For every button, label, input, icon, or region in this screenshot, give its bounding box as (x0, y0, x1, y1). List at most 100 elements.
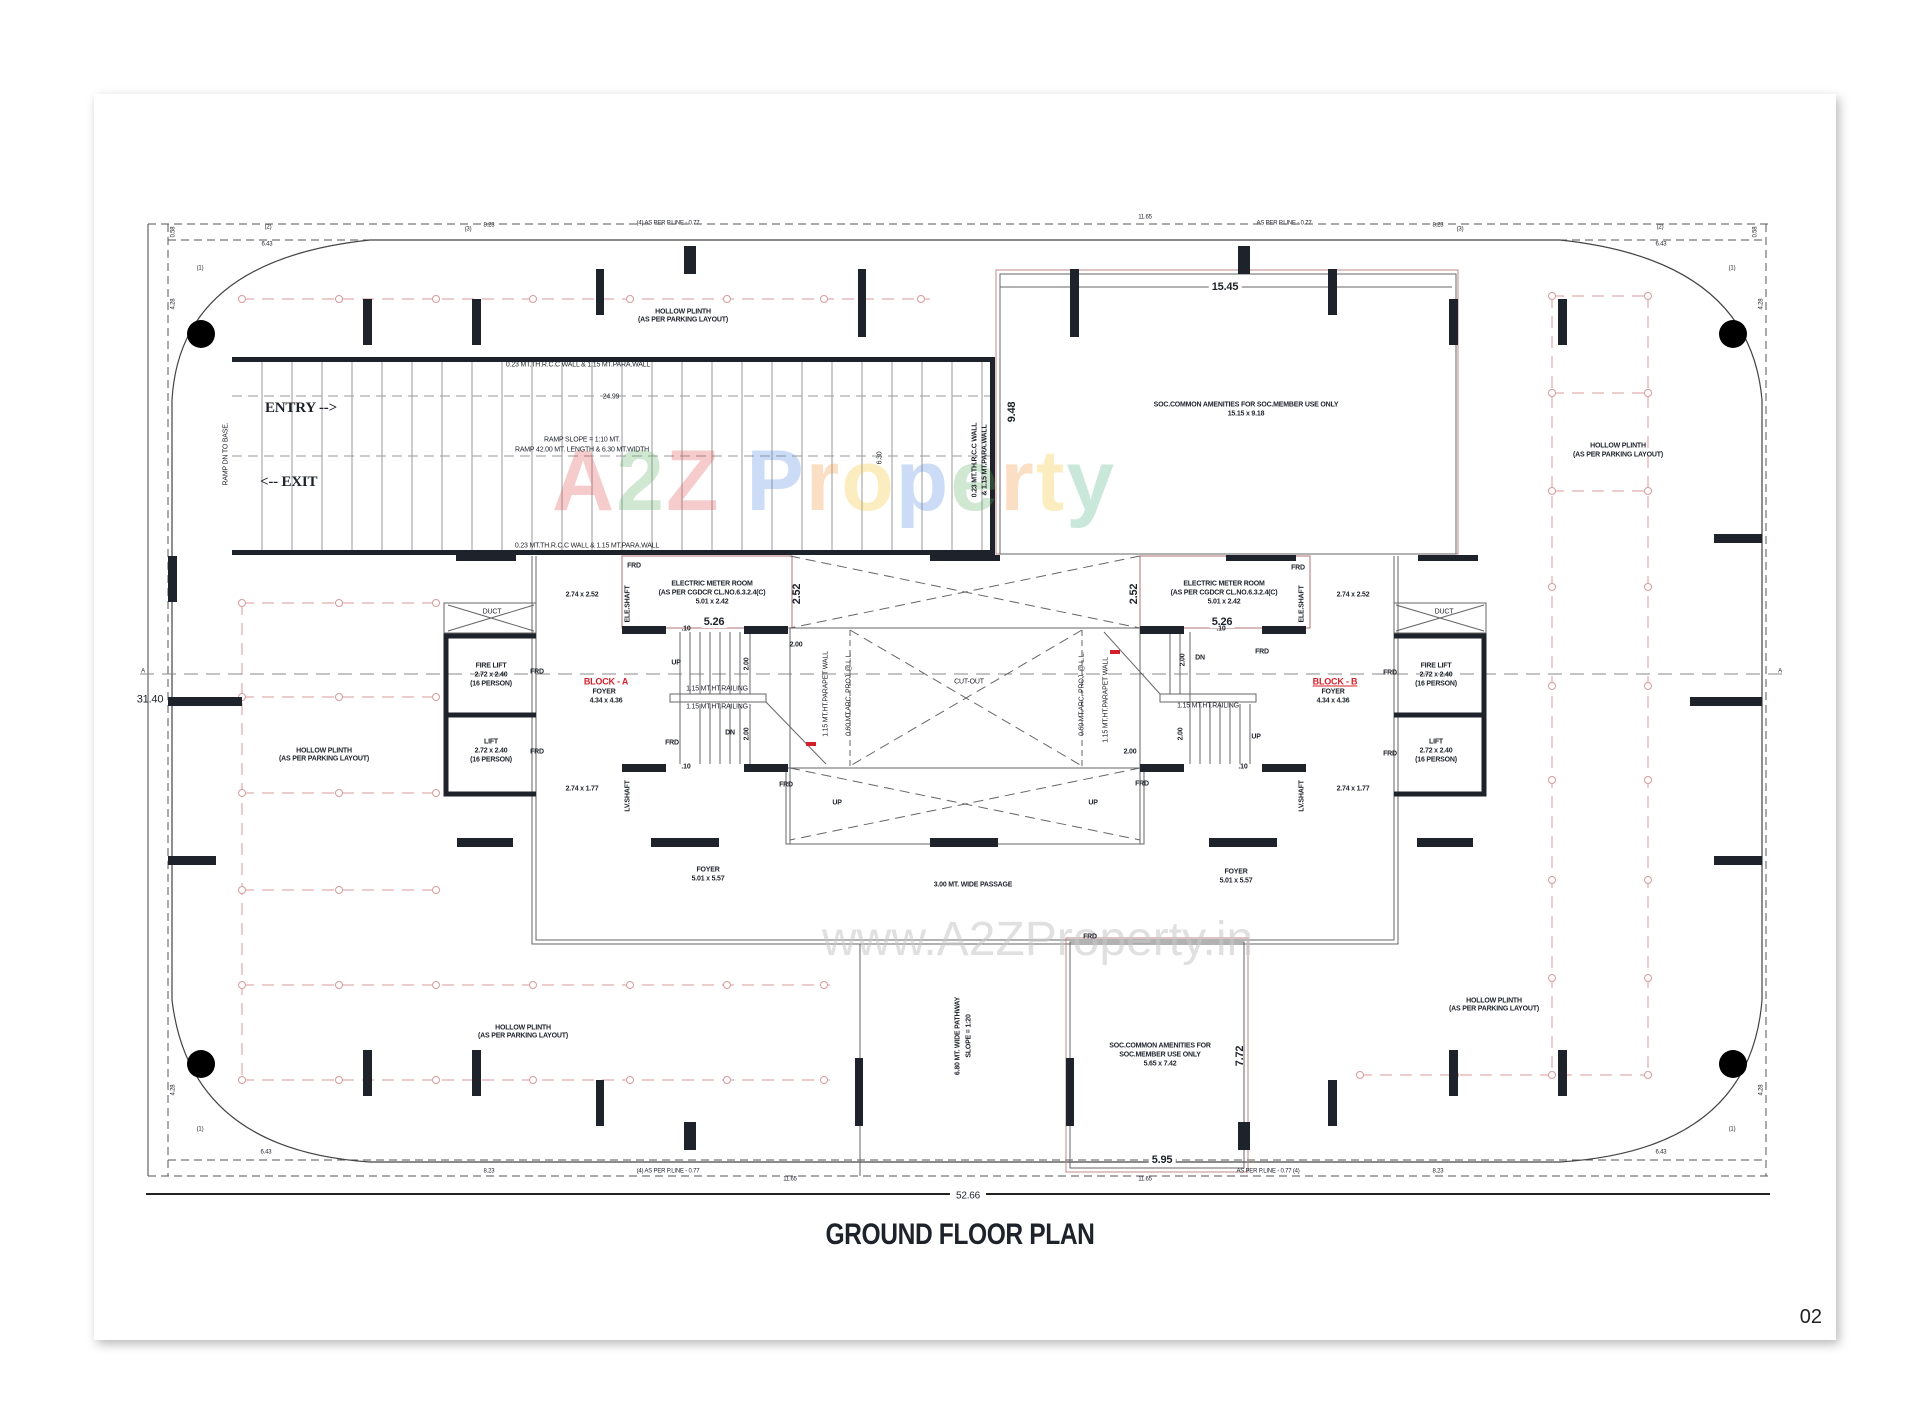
railing-b: 1.15 MT.HT.RAILING (1177, 702, 1239, 710)
frd-b-1: FRD (1291, 564, 1305, 572)
lift-b-1: LIFT (1429, 738, 1443, 746)
ramp-exit-label: <-- EXIT (260, 474, 318, 490)
meter-room-b-1: ELECTRIC METER ROOM (1183, 580, 1265, 588)
fire-lift-a-1: FIRE LIFT (475, 662, 507, 670)
core-enclosure (443, 555, 1487, 945)
dim-meter-room-a-height: 2.52 (791, 583, 803, 605)
dim-amenity-top-height: 9.48 (1006, 401, 1018, 423)
gap-b-top: .10 (1216, 625, 1226, 633)
hollow-plinth-right-2: (AS PER PARKING LAYOUT) (1573, 451, 1663, 459)
ele-shaft-b: ELE.SHAFT (1298, 585, 1306, 623)
arc-proj-b: 0.60 MT.ARC. PROJ. @ L.L. (1078, 652, 1086, 736)
block-a-foyer-size: 4.34 x 4.36 (589, 697, 623, 705)
dim-top-8-23-right: 8.23 (1432, 222, 1444, 229)
block-a-label: BLOCK - A (583, 676, 629, 687)
frd-a-1: FRD (627, 562, 641, 570)
stair-a-dn: DN (725, 729, 735, 737)
lift-a-3: (16 PERSON) (470, 756, 512, 764)
lv-shaft-b: LV.SHAFT (1298, 780, 1306, 812)
passage-label: 3.00 MT. WIDE PASSAGE (933, 881, 1013, 889)
frd-a-5: FRD (779, 781, 793, 789)
ramp-wall-top: 0.23 MT.TH.R.C.C WALL & 1.15 MT.PARA.WAL… (505, 361, 651, 369)
dim-bottom-8-23-right: 8.23 (1432, 1168, 1444, 1175)
hollow-plinth-left-1: HOLLOW PLINTH (296, 747, 352, 755)
dim-corner-right-bottom: 4.28 (1758, 1084, 1765, 1096)
dim-amenity-bottom-height: 7.72 (1234, 1045, 1246, 1067)
lift-b-2: 2.72 x 2.40 (1419, 747, 1453, 755)
fire-lift-b-2: 2.72 x 2.40 (1419, 671, 1453, 679)
dim-stair-b-flight-2: 2.00 (1177, 727, 1185, 741)
dim-bottom-11-65-left: 11.65 (783, 1176, 797, 1183)
fire-lift-b-3: (16 PERSON) (1415, 680, 1457, 688)
meter-room-a-1: ELECTRIC METER ROOM (671, 580, 753, 588)
ele-shaft-a: ELE.SHAFT (624, 585, 632, 623)
railing-a-2: 1.15 MT.HT.RAILING (686, 703, 748, 711)
dim-top-11-65: 11.65 (1138, 214, 1152, 221)
frd-b-2: FRD (1255, 648, 1269, 656)
ramp-wall-right-1: 0.23 MT.TH.R.C.C WALL (971, 422, 979, 498)
corner-marker-tl: (1) (196, 265, 204, 272)
meter-room-b-2: (AS PER CGDCR CL.NO.6.3.2.4(C) (1170, 589, 1278, 597)
dim-amenity-top-width: 15.45 (1208, 281, 1242, 293)
dim-bottom-6-43-left: 6.43 (260, 1149, 272, 1156)
block-b-foyer: FOYER (1321, 688, 1345, 696)
stair-b-up-2: UP (1088, 799, 1098, 807)
stair-b-dn: DN (1195, 654, 1205, 662)
block-a-foyer: FOYER (592, 688, 616, 696)
stair-a-up: UP (671, 659, 681, 667)
dim-top-0-58-right: 0.58 (1752, 226, 1759, 238)
dim-overall-width: 52.66 (949, 1191, 987, 1201)
amenity-bottom-2: SOC.MEMBER USE ONLY (1119, 1051, 1201, 1059)
lift-a-2: 2.72 x 2.40 (474, 747, 508, 755)
foyer-lower-b-size: 5.01 x 5.57 (1219, 877, 1253, 885)
dim-amenity-bottom-width: 5.95 (1148, 1154, 1176, 1166)
fire-equipment-icons (806, 650, 1120, 746)
hollow-plinth-bottom-2: (AS PER PARKING LAYOUT) (478, 1032, 568, 1040)
dim-top-0-58-left: 0.58 (170, 226, 177, 238)
amenity-top-name: SOC.COMMON AMENITIES FOR SOC.MEMBER USE … (1153, 401, 1339, 409)
meter-room-a-2: (AS PER CGDCR CL.NO.6.3.2.4(C) (658, 589, 766, 597)
hollow-plinth-br-1: HOLLOW PLINTH (1466, 997, 1522, 1005)
staircases (669, 631, 1257, 765)
dim-top-2-right: (2) (1656, 224, 1664, 231)
dim-overall-depth: 31.40 (136, 693, 164, 706)
parapet-a: 1.15 MT.HT.PARAPET WALL (822, 651, 830, 737)
lift-a-1: LIFT (484, 738, 498, 746)
duct-b: DUCT (1434, 608, 1454, 616)
section-marker-right: A (1778, 668, 1782, 675)
hollow-plinth-br-2: (AS PER PARKING LAYOUT) (1449, 1005, 1539, 1013)
pathway-line-2: SLOPE = 1:20 (965, 1014, 973, 1058)
fire-lift-a-2: 2.72 x 2.40 (474, 671, 508, 679)
dim-stair-a-flight-2: 2.00 (743, 727, 751, 741)
dim-corner-left-bottom: 4.28 (170, 1084, 177, 1096)
dim-stair-b-flight-1: 2.00 (1179, 653, 1187, 667)
lobby-b-top: 2.74 x 2.52 (1336, 591, 1370, 599)
structural-columns (168, 246, 1762, 1150)
dim-bottom-8-23-left: 8.23 (483, 1168, 495, 1175)
parapet-b: 1.15 MT.HT.PARAPET WALL (1102, 657, 1110, 743)
corner-markers (187, 320, 1747, 1078)
foyer-lower-a: FOYER (696, 866, 720, 874)
dim-corner-left-top: 4.28 (170, 298, 177, 310)
dim-stair-a-flight-1: 2.00 (743, 657, 751, 671)
stair-a-up-2: UP (832, 799, 842, 807)
hollow-plinth-bottom-1: HOLLOW PLINTH (495, 1024, 551, 1032)
gap-b-bottom: .10 (1238, 763, 1248, 771)
watermark-url: www.A2ZProperty.in (822, 913, 1254, 966)
block-b-foyer-size: 4.34 x 4.36 (1316, 697, 1350, 705)
lv-shaft-a: LV.SHAFT (624, 780, 632, 812)
dim-meter-room-b-height: 2.52 (1128, 583, 1140, 605)
dim-stair-b-width: 2.00 (1123, 748, 1137, 756)
gap-a-bottom: .10 (681, 763, 691, 771)
ramp-wall-bottom: 0.23 MT.TH.R.C.C WALL & 1.15 MT.PARA.WAL… (514, 542, 660, 550)
fire-lift-b-1: FIRE LIFT (1420, 662, 1452, 670)
ramp-wall-right-2: & 1.15 MT.PARA.WALL (981, 424, 989, 496)
dim-top-6-43-left: 6.43 (261, 241, 273, 248)
ramp (232, 357, 995, 555)
hollow-plinth-left-2: (AS PER PARKING LAYOUT) (279, 755, 369, 763)
meter-room-b-3: 5.01 x 2.42 (1207, 598, 1241, 606)
foyer-lower-a-size: 5.01 x 5.57 (691, 875, 725, 883)
dim-top-8-23-left: 8.23 (483, 222, 495, 229)
ramp-entry-label: ENTRY --> (265, 400, 337, 416)
lift-cores (443, 633, 1487, 797)
